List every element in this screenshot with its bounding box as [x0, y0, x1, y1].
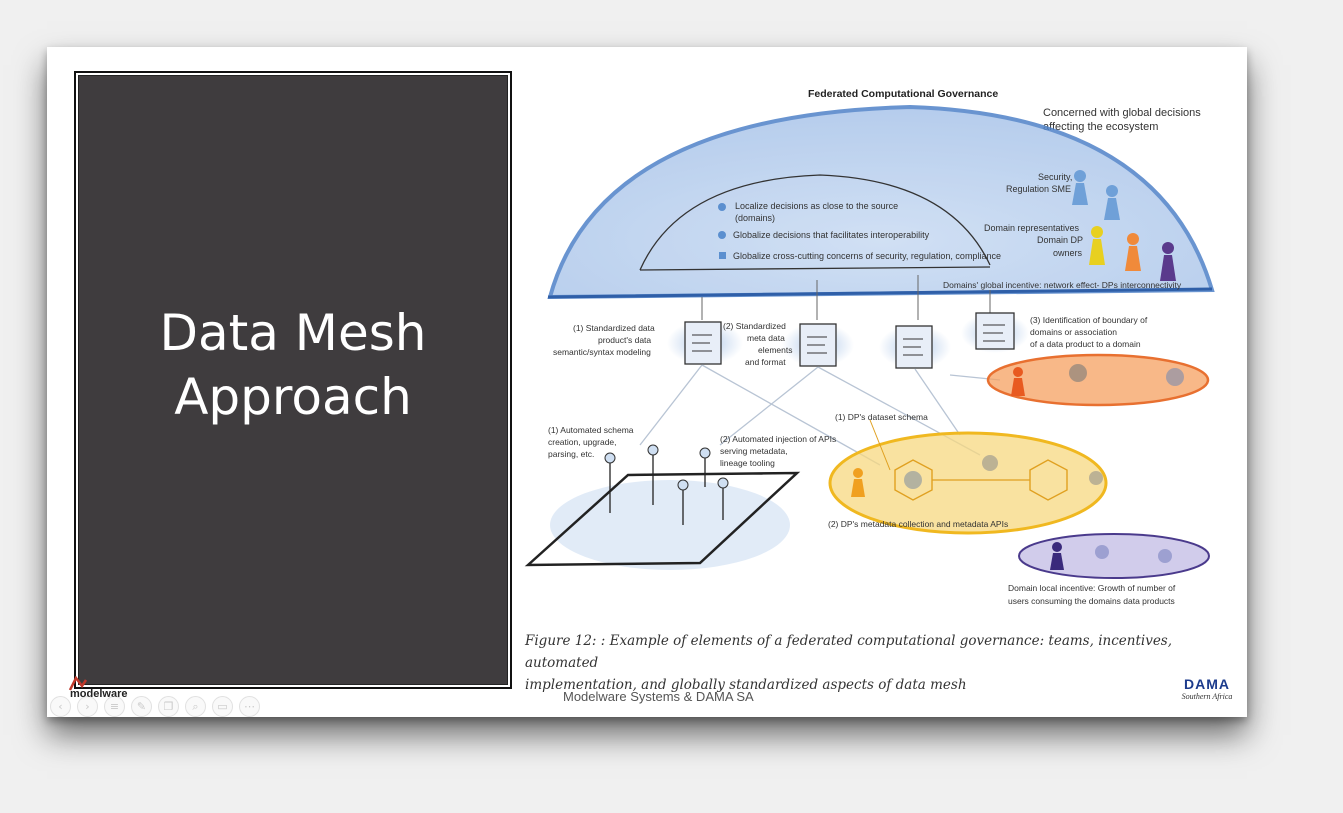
local-incentive-line1: Domain local incentive: Growth of number… — [1008, 583, 1176, 593]
domain-rep-line3: owners — [1053, 248, 1083, 258]
std2-line3: elements — [758, 345, 793, 355]
slide-title: Data Mesh Approach — [76, 301, 510, 429]
pen-icon[interactable]: ✎ — [131, 696, 152, 717]
presentation-toolbar: ‹ › ≡ ✎ ❐ ⌕ ▭ ⋯ — [50, 696, 260, 717]
forward-icon[interactable]: › — [77, 696, 98, 717]
regulation-person-icon — [1104, 185, 1120, 220]
security-line2: Regulation SME — [1006, 184, 1071, 194]
auto2-line1: (2) Automated injection of APIs — [720, 434, 836, 444]
orange-domain — [986, 353, 1210, 407]
copy-icon[interactable]: ❐ — [158, 696, 179, 717]
inner-arch-base — [639, 266, 991, 271]
std2-line4: and format — [745, 357, 786, 367]
slide-title-line2: Approach — [174, 368, 412, 426]
dp-metadata-text: (2) DP's metadata collection and metadat… — [828, 519, 1008, 529]
subtitles-icon[interactable]: ▭ — [212, 696, 233, 717]
std1-line1: (1) Standardized data — [573, 323, 655, 333]
principle1-bullet — [718, 203, 726, 211]
more-icon[interactable]: ⋯ — [239, 696, 260, 717]
dome-base-line — [547, 287, 1213, 299]
menu-icon[interactable]: ≡ — [104, 696, 125, 717]
global-incentive-text: Domains' global incentive: network effec… — [943, 280, 1182, 290]
yellow-owner-icon — [1089, 226, 1105, 265]
standard-doc-icon-3 — [879, 325, 951, 369]
std2-line2: meta data — [747, 333, 785, 343]
zoom-icon[interactable]: ⌕ — [185, 696, 206, 717]
auto1-line2: creation, upgrade, — [548, 437, 617, 447]
auto1-line1: (1) Automated schema — [548, 425, 634, 435]
standard-doc-icon-1 — [667, 321, 743, 365]
principle3-bullet — [719, 252, 726, 259]
domain-rep-line1: Domain representatives — [984, 223, 1080, 233]
caption-line2: implementation, and globally standardize… — [525, 677, 967, 693]
slide-title-line1: Data Mesh — [159, 304, 427, 362]
std3-line2: domains or association — [1030, 327, 1117, 337]
inner-arch — [639, 174, 991, 271]
dama-subtext: Southern Africa — [1181, 692, 1233, 701]
figure-caption: Figure 12: : Example of elements of a fe… — [525, 630, 1225, 696]
principle2-bullet — [718, 231, 726, 239]
purple-owner-icon — [1160, 242, 1176, 281]
yellow-domain — [828, 419, 1108, 535]
caption-line1: Figure 12: : Example of elements of a fe… — [525, 633, 1173, 671]
principle1-line2: (domains) — [735, 213, 775, 223]
principle3-text: Globalize cross-cutting concerns of secu… — [733, 251, 1001, 261]
standard-doc-icon-4 — [961, 312, 1029, 353]
local-incentive-line2: users consuming the domains data product… — [1008, 596, 1175, 606]
principle1-line1: Localize decisions as close to the sourc… — [735, 201, 898, 211]
dama-logo: DAMA Southern Africa — [1172, 676, 1242, 710]
governance-diagram: Federated Computational Governance Conce… — [524, 88, 1215, 606]
standard-doc-icon-2 — [782, 323, 854, 367]
dp-schema-text: (1) DP's dataset schema — [835, 412, 928, 422]
platform-plane — [524, 444, 801, 570]
std3-line1: (3) Identification of boundary of — [1030, 315, 1148, 325]
principle2-text: Globalize decisions that facilitates int… — [733, 230, 930, 240]
security-person-icon — [1072, 170, 1088, 205]
concern-line2: affecting the ecosystem — [1043, 121, 1158, 133]
std2-line1: (2) Standardized — [723, 321, 786, 331]
security-line1: Security, — [1038, 172, 1072, 182]
std1-line3: semantic/syntax modeling — [553, 347, 651, 357]
slide-footer: Modelware Systems & DAMA SA — [563, 689, 754, 704]
auto2-line2: serving metadata, — [720, 446, 788, 456]
dama-text: DAMA — [1184, 676, 1230, 692]
back-icon[interactable]: ‹ — [50, 696, 71, 717]
std1-line2: product's data — [598, 335, 651, 345]
governance-dome — [547, 104, 1215, 300]
auto2-line3: lineage tooling — [720, 458, 775, 468]
domain-rep-line2: Domain DP — [1037, 235, 1083, 245]
purple-domain — [1018, 533, 1210, 579]
modelware-mark-icon — [68, 676, 88, 691]
auto1-line3: parsing, etc. — [548, 449, 594, 459]
std3-line3: of a data product to a domain — [1030, 339, 1141, 349]
orange-owner-icon — [1125, 233, 1141, 271]
concern-line1: Concerned with global decisions — [1043, 107, 1201, 119]
diagram-heading: Federated Computational Governance — [808, 88, 998, 100]
title-panel: Data Mesh Approach — [74, 71, 512, 689]
